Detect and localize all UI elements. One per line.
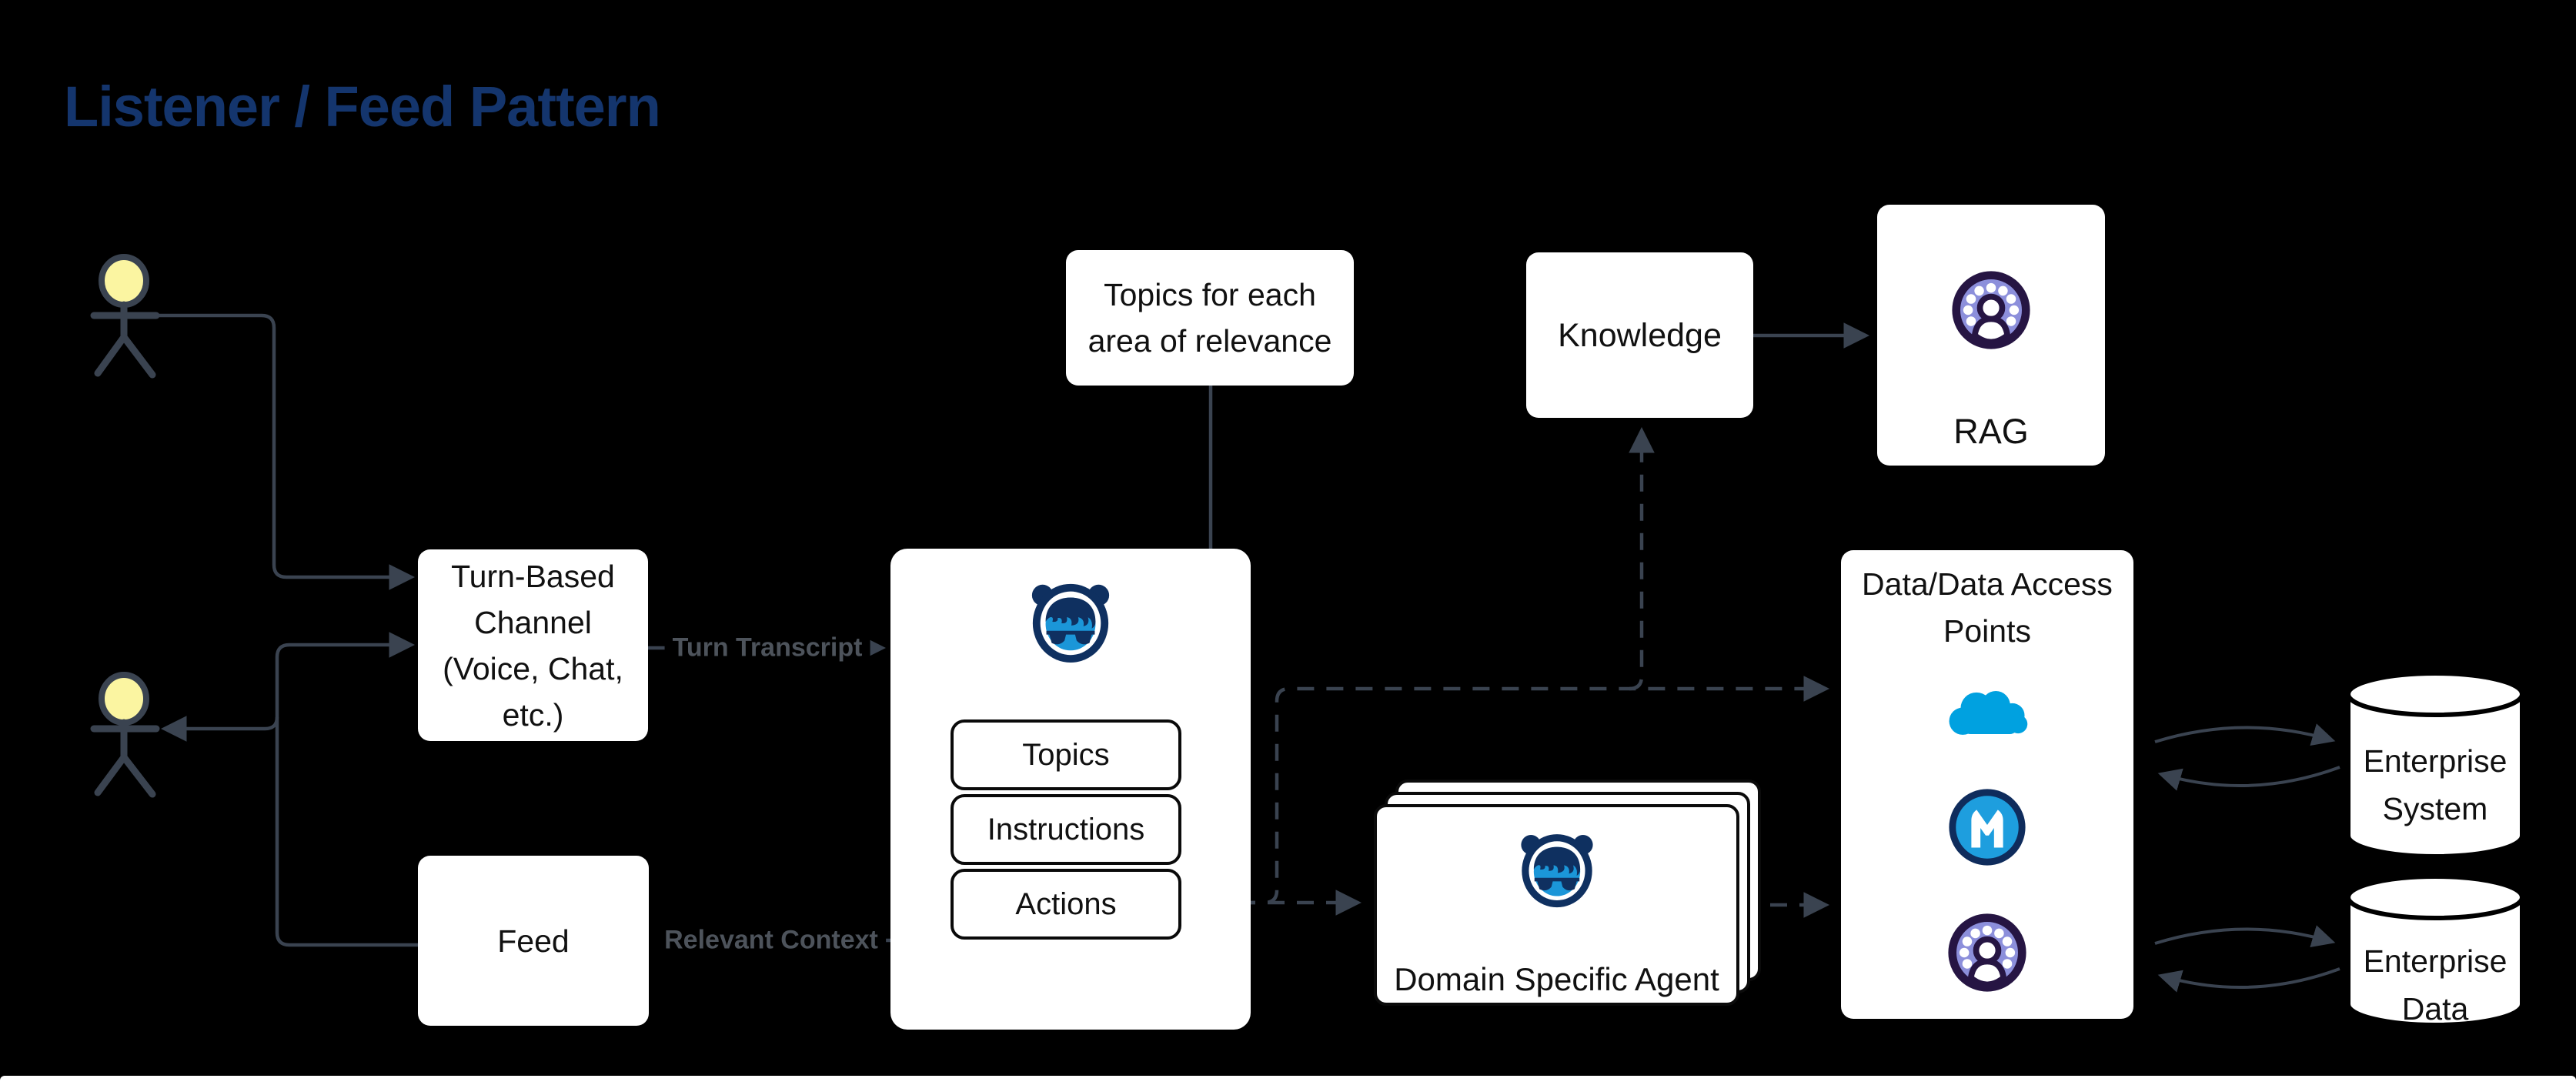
sync-arc-data-out (2154, 925, 2336, 948)
node-rag: RAG (1877, 205, 2105, 466)
edge-to-knowledge (1629, 426, 1655, 691)
node-label-line: etc.) (502, 696, 564, 733)
mulesoft-icon (1949, 789, 2026, 866)
node-label-line: Channel (474, 604, 592, 640)
node-domain-specific-agent: Domain Specific Agent (1374, 804, 1739, 1006)
node-turn-based-channel: Turn-Based Channel (Voice, Chat, etc.) (418, 549, 648, 741)
node-label-line: Data (2401, 991, 2469, 1027)
data-cloud-icon (1952, 271, 2030, 349)
sync-arc-system-out (2154, 723, 2336, 746)
node-enterprise-system-label: Enterprise System (2348, 737, 2522, 833)
node-data-access-points: Data/Data Access Points (1841, 550, 2133, 1019)
node-label-line: Turn-Based (451, 558, 615, 594)
sync-arc-system-back (2157, 766, 2340, 791)
node-label-line: (Voice, Chat, (443, 650, 623, 686)
edge-feed-to-channel (275, 632, 418, 947)
database-cylinder-icon (2346, 671, 2524, 859)
component-label: Actions (1015, 887, 1117, 921)
agent-components: Topics Instructions Actions (951, 719, 1181, 943)
salesforce-cloud-icon (1949, 691, 2028, 735)
edge-user1-to-channel (156, 313, 416, 590)
node-listener-agent: Topics Instructions Actions (890, 549, 1251, 1030)
edge-feed-to-user2 (160, 716, 279, 742)
component-topics: Topics (951, 719, 1181, 790)
sync-arc-data-back (2157, 967, 2340, 993)
component-label: Instructions (987, 813, 1145, 846)
component-label: Topics (1022, 738, 1110, 772)
edge-label-turn-transcript: Turn Transcript (664, 631, 870, 665)
actor-icon (90, 672, 160, 798)
node-label-line: Points (1943, 613, 2031, 649)
node-label-line: Enterprise (2363, 943, 2508, 979)
window-bottom-edge (0, 1076, 2576, 1085)
page-title: Listener / Feed Pattern (64, 75, 661, 139)
node-topics-note: Topics for each area of relevance (1066, 250, 1354, 386)
agentforce-robot-icon (1031, 583, 1110, 663)
node-label: Knowledge (1558, 316, 1722, 354)
node-label-line: System (2382, 791, 2488, 826)
node-label-line: Topics for each (1104, 277, 1316, 312)
data-cloud-icon (1948, 913, 2026, 992)
node-label: Domain Specific Agent (1394, 961, 1719, 997)
node-feed: Feed (418, 856, 649, 1026)
node-label: RAG (1953, 412, 2029, 451)
node-label-line: area of relevance (1088, 323, 1332, 359)
node-knowledge: Knowledge (1526, 252, 1753, 418)
edge-label-relevant-context: Relevant Context (657, 923, 886, 957)
node-label: Feed (497, 923, 570, 959)
actor-icon (90, 254, 160, 379)
database-cylinder-icon (2346, 874, 2524, 1027)
agentforce-robot-icon (1520, 834, 1593, 908)
node-enterprise-data-label: Enterprise Data (2348, 937, 2522, 1033)
node-label-line: Data/Data Access (1862, 566, 2113, 602)
node-label-line: Enterprise (2363, 743, 2508, 779)
component-instructions: Instructions (951, 794, 1181, 865)
component-actions: Actions (951, 869, 1181, 940)
